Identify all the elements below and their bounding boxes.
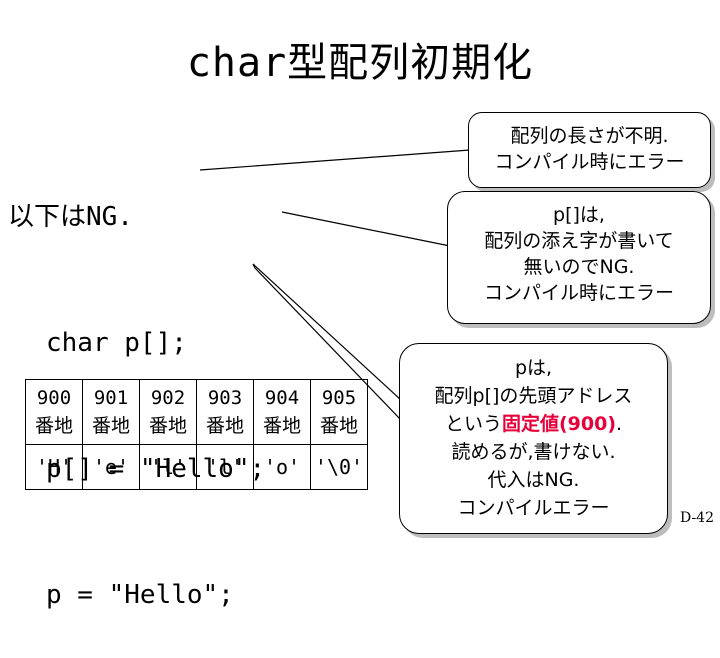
code-line-1: char p[];: [46, 328, 187, 358]
callout-text: 代入はNG.: [487, 469, 580, 491]
callout-text: 無いのでNG.: [523, 256, 635, 278]
callout-text: 配列の長さが不明.: [510, 125, 669, 147]
callout-length-unknown: 配列の長さが不明. コンパイル時にエラー: [468, 112, 711, 188]
code-line-3: p = "Hello";: [46, 580, 234, 610]
value-cell: 'l': [139, 444, 197, 490]
callout-text: 配列の添え字が書いて: [484, 230, 674, 252]
callout-text: 配列p[]の先頭アドレス: [434, 385, 633, 407]
callout-text: pは,: [514, 357, 553, 379]
value-cell: 'l': [196, 444, 254, 490]
callout-text: p[]は,: [553, 204, 605, 226]
callout-text: 読めるが,書けない.: [451, 441, 616, 463]
page-number: D-42: [679, 510, 714, 526]
value-cell: 'o': [253, 444, 311, 490]
callout-text: コンパイル時にエラー: [483, 282, 674, 304]
value-cell: '\0': [310, 444, 368, 490]
callout-text: という固定値(900).: [444, 413, 623, 435]
value-row: 'H' 'e' 'l' 'l' 'o' '\0': [25, 444, 368, 490]
code-line-ng-note: 以下はNG.: [8, 202, 133, 232]
value-cell: 'e': [82, 444, 140, 490]
connector-line-1: [199, 149, 471, 171]
value-cell: 'H': [25, 444, 83, 490]
callout-fixed-address: pは, 配列p[]の先頭アドレス という固定値(900). 読めるが,書けない.…: [399, 343, 668, 534]
fixed-value-emphasis: 固定値(900): [501, 413, 616, 435]
slide-title: char型配列初期化: [186, 40, 534, 86]
connector-line-2: [281, 211, 451, 247]
callout-text: コンパイルエラー: [457, 497, 610, 519]
callout-text: コンパイル時にエラー: [494, 151, 685, 173]
callout-no-subscript: p[]は, 配列の添え字が書いて 無いのでNG. コンパイル時にエラー: [447, 191, 711, 324]
